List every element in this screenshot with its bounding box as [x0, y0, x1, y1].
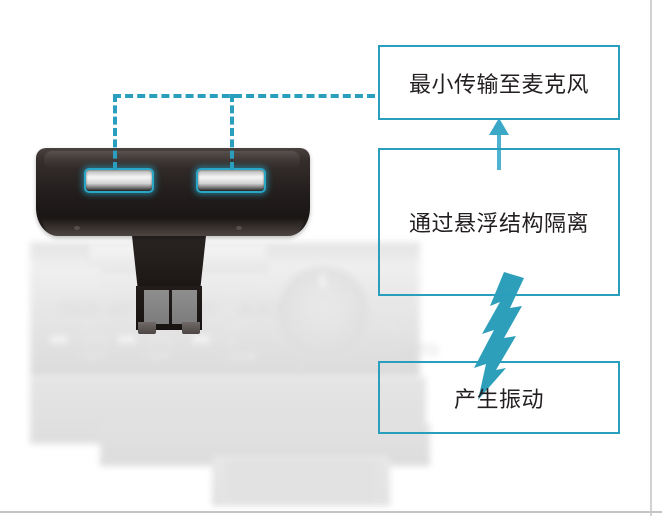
- callout-min-transfer: 最小传输至麦克风: [378, 45, 620, 120]
- device-dot: [78, 354, 80, 356]
- page-frame-right: [650, 0, 652, 516]
- device-lowcut-off: OFF: [148, 350, 172, 364]
- device-dial-ring: [290, 280, 356, 346]
- page-frame-bottom: [0, 511, 662, 513]
- device-label-gain: GAIN: [238, 302, 277, 317]
- mic-body-bottom-shading: [42, 218, 304, 236]
- device-wind-std: STD: [84, 334, 109, 348]
- device-seam-line: [30, 376, 426, 378]
- mic-stem: [131, 228, 207, 292]
- device-label-auto: AUTO: [400, 344, 439, 359]
- device-speck: [260, 280, 263, 283]
- device-speck: [392, 328, 395, 331]
- leader-line-horizontal: [113, 94, 375, 98]
- callout-min-transfer-label: 最小传输至麦克风: [408, 72, 589, 98]
- callout-isolated: 通过悬浮结构隔离: [378, 148, 620, 296]
- mic-body-highlight: [44, 151, 300, 169]
- arrow-lightning-up-icon: [460, 272, 538, 400]
- device-gain-switch-nub: [192, 336, 210, 343]
- device-dot: [142, 338, 144, 340]
- device-wind-hi: HI: [84, 318, 97, 332]
- device-wind-switch-nub: [50, 336, 68, 343]
- mic-capsule-slot-left: [84, 168, 154, 193]
- device-wind-off: OFF: [84, 350, 108, 364]
- mic-capsule-slot-right: [196, 168, 266, 193]
- arrow-up-icon: [482, 118, 516, 170]
- device-dot: [142, 354, 144, 356]
- device-speck: [348, 294, 351, 297]
- device-dot: [216, 338, 218, 340]
- device-dot: [78, 338, 80, 340]
- device-dot: [216, 322, 218, 324]
- leader-line-vertical-left: [113, 94, 117, 170]
- device-dial-notch: [320, 274, 325, 288]
- callout-vibration-label: 产生振动: [453, 387, 544, 413]
- callout-isolated-label: 通过悬浮结构隔离: [408, 212, 589, 237]
- callout-vibration: 产生振动: [378, 361, 620, 434]
- blurred-audio-recorder: WIND CUT LOW CUT GAIN HI STD OFF HI STD …: [0, 238, 452, 516]
- device-knurled-ring: [222, 460, 382, 504]
- device-label-wind-cut: WIND CUT: [58, 302, 137, 317]
- mic-screw-left: [74, 226, 80, 230]
- device-gain-plus20: +20: [224, 318, 250, 332]
- device-dot: [216, 354, 218, 356]
- device-side-block: [36, 266, 102, 320]
- device-label-on: ON: [404, 362, 421, 375]
- leader-line-vertical-right: [230, 94, 234, 170]
- mic-contact-pad-right: [172, 290, 197, 324]
- device-gain-minus20: -20dB: [222, 350, 258, 364]
- mic-body: [36, 148, 310, 236]
- device-lowcut-switch-nub: [118, 336, 136, 343]
- mic-screw-right: [236, 226, 242, 230]
- mic-foot-left: [138, 322, 156, 334]
- device-speck: [300, 364, 303, 367]
- mic-foot-right: [182, 322, 200, 334]
- device-gain-zero: 0: [228, 334, 236, 348]
- device-dot: [78, 322, 80, 324]
- device-lowcut-std: STD: [148, 334, 173, 348]
- mic-contact-pad-left: [144, 290, 169, 324]
